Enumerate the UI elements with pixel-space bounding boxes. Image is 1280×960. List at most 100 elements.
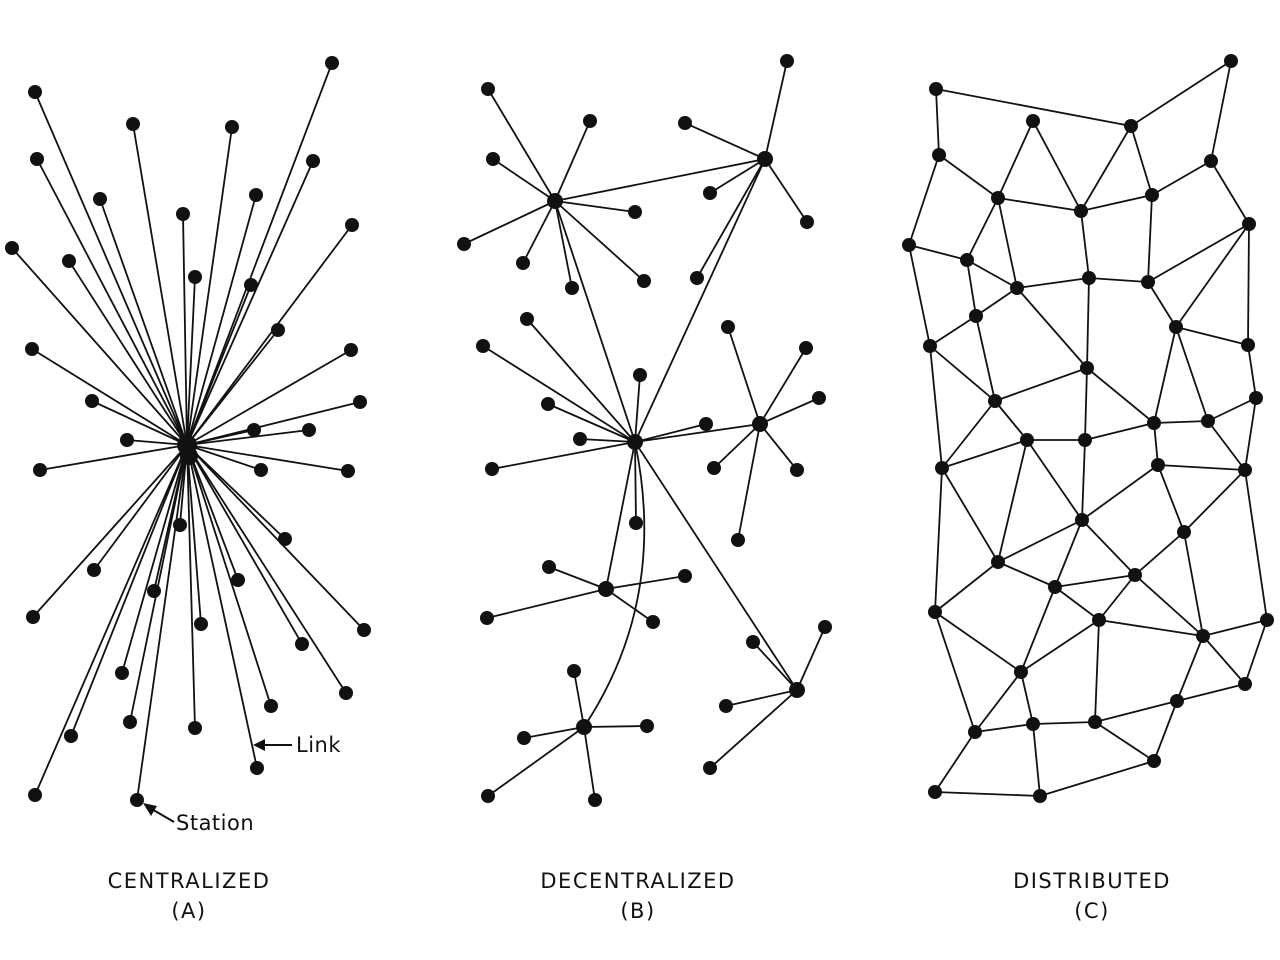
link-line bbox=[1207, 420, 1246, 471]
link-line bbox=[1134, 531, 1185, 576]
station-node bbox=[120, 433, 134, 447]
station-node bbox=[173, 518, 187, 532]
station-node bbox=[28, 85, 42, 99]
link-line bbox=[492, 158, 556, 202]
station-node bbox=[646, 615, 660, 629]
station-node bbox=[87, 563, 101, 577]
link-line bbox=[1080, 194, 1153, 212]
link-line bbox=[975, 315, 996, 402]
station-node bbox=[278, 532, 292, 546]
station-node bbox=[64, 729, 78, 743]
link-line bbox=[634, 441, 798, 691]
station-node bbox=[1026, 114, 1040, 128]
link-line bbox=[727, 326, 761, 425]
station-node bbox=[1080, 361, 1094, 375]
link-line bbox=[186, 444, 286, 540]
link-line bbox=[1016, 277, 1090, 289]
station-node bbox=[28, 788, 42, 802]
stations-distributed bbox=[902, 54, 1274, 803]
station-node bbox=[457, 237, 471, 251]
links-decentralized bbox=[463, 60, 826, 801]
link-line bbox=[997, 519, 1083, 563]
station-node bbox=[1238, 677, 1252, 691]
station-node bbox=[1074, 204, 1088, 218]
link-line bbox=[634, 374, 641, 443]
link-line bbox=[522, 200, 556, 264]
station-node bbox=[244, 278, 258, 292]
link-line bbox=[634, 423, 761, 443]
caption-centralized-title: CENTRALIZED bbox=[107, 869, 271, 893]
station-node bbox=[960, 253, 974, 267]
station-node bbox=[225, 120, 239, 134]
station-node bbox=[790, 463, 804, 477]
station-node bbox=[126, 117, 140, 131]
link-line bbox=[91, 400, 188, 446]
station-node bbox=[1260, 613, 1274, 627]
link-line bbox=[1032, 120, 1082, 212]
station-node bbox=[991, 191, 1005, 205]
hub-node bbox=[180, 447, 198, 465]
link-line bbox=[935, 88, 1132, 127]
station-node bbox=[1033, 789, 1047, 803]
station-node bbox=[130, 793, 144, 807]
links-distributed bbox=[908, 60, 1268, 797]
station-node bbox=[85, 394, 99, 408]
station-node bbox=[542, 560, 556, 574]
link-line bbox=[463, 200, 556, 245]
station-node bbox=[818, 620, 832, 634]
link-line bbox=[554, 200, 636, 213]
link-line bbox=[934, 731, 976, 793]
link-line bbox=[554, 200, 573, 289]
link-line bbox=[1183, 531, 1204, 637]
station-node bbox=[1201, 414, 1215, 428]
station-node bbox=[1078, 433, 1092, 447]
link-line bbox=[186, 444, 262, 471]
link-line bbox=[1147, 281, 1177, 328]
station-node bbox=[780, 54, 794, 68]
link-line bbox=[186, 224, 353, 446]
link-line bbox=[1020, 671, 1034, 725]
station-node bbox=[341, 464, 355, 478]
link-line bbox=[605, 575, 686, 590]
link-line bbox=[573, 670, 585, 728]
link-line bbox=[1210, 160, 1250, 225]
station-node bbox=[968, 725, 982, 739]
link-line bbox=[994, 400, 1028, 441]
link-line bbox=[1244, 397, 1257, 471]
link-line bbox=[1210, 60, 1232, 162]
hub-node bbox=[576, 719, 592, 735]
station-node bbox=[640, 719, 654, 733]
station-node bbox=[731, 533, 745, 547]
link-line bbox=[186, 444, 349, 472]
station-node bbox=[678, 116, 692, 130]
station-node bbox=[481, 82, 495, 96]
link-pointer-arrowhead bbox=[253, 739, 265, 751]
link-line bbox=[182, 213, 188, 446]
station-node bbox=[1151, 458, 1165, 472]
link-line bbox=[1130, 60, 1232, 127]
link-line bbox=[634, 423, 707, 443]
link-line bbox=[186, 444, 239, 581]
station-node bbox=[583, 114, 597, 128]
station-node bbox=[1088, 715, 1102, 729]
link-line bbox=[1094, 721, 1155, 762]
station-node bbox=[147, 584, 161, 598]
station-node bbox=[707, 461, 721, 475]
link-line bbox=[491, 441, 636, 470]
link-line bbox=[186, 349, 352, 446]
caption-distributed-title: DISTRIBUTED bbox=[1013, 869, 1171, 893]
link-line bbox=[941, 467, 999, 563]
station-node bbox=[247, 423, 261, 437]
station-node bbox=[485, 462, 499, 476]
link-line bbox=[132, 123, 188, 446]
link-line bbox=[1175, 326, 1249, 346]
link-line bbox=[526, 318, 636, 443]
station-node bbox=[812, 391, 826, 405]
link-line bbox=[1094, 700, 1178, 723]
caption-centralized-letter: (A) bbox=[171, 899, 207, 923]
station-pointer-arrowhead bbox=[143, 803, 157, 816]
link-line bbox=[186, 429, 255, 446]
station-node bbox=[516, 256, 530, 270]
station-node bbox=[1147, 754, 1161, 768]
link-line bbox=[583, 726, 596, 801]
